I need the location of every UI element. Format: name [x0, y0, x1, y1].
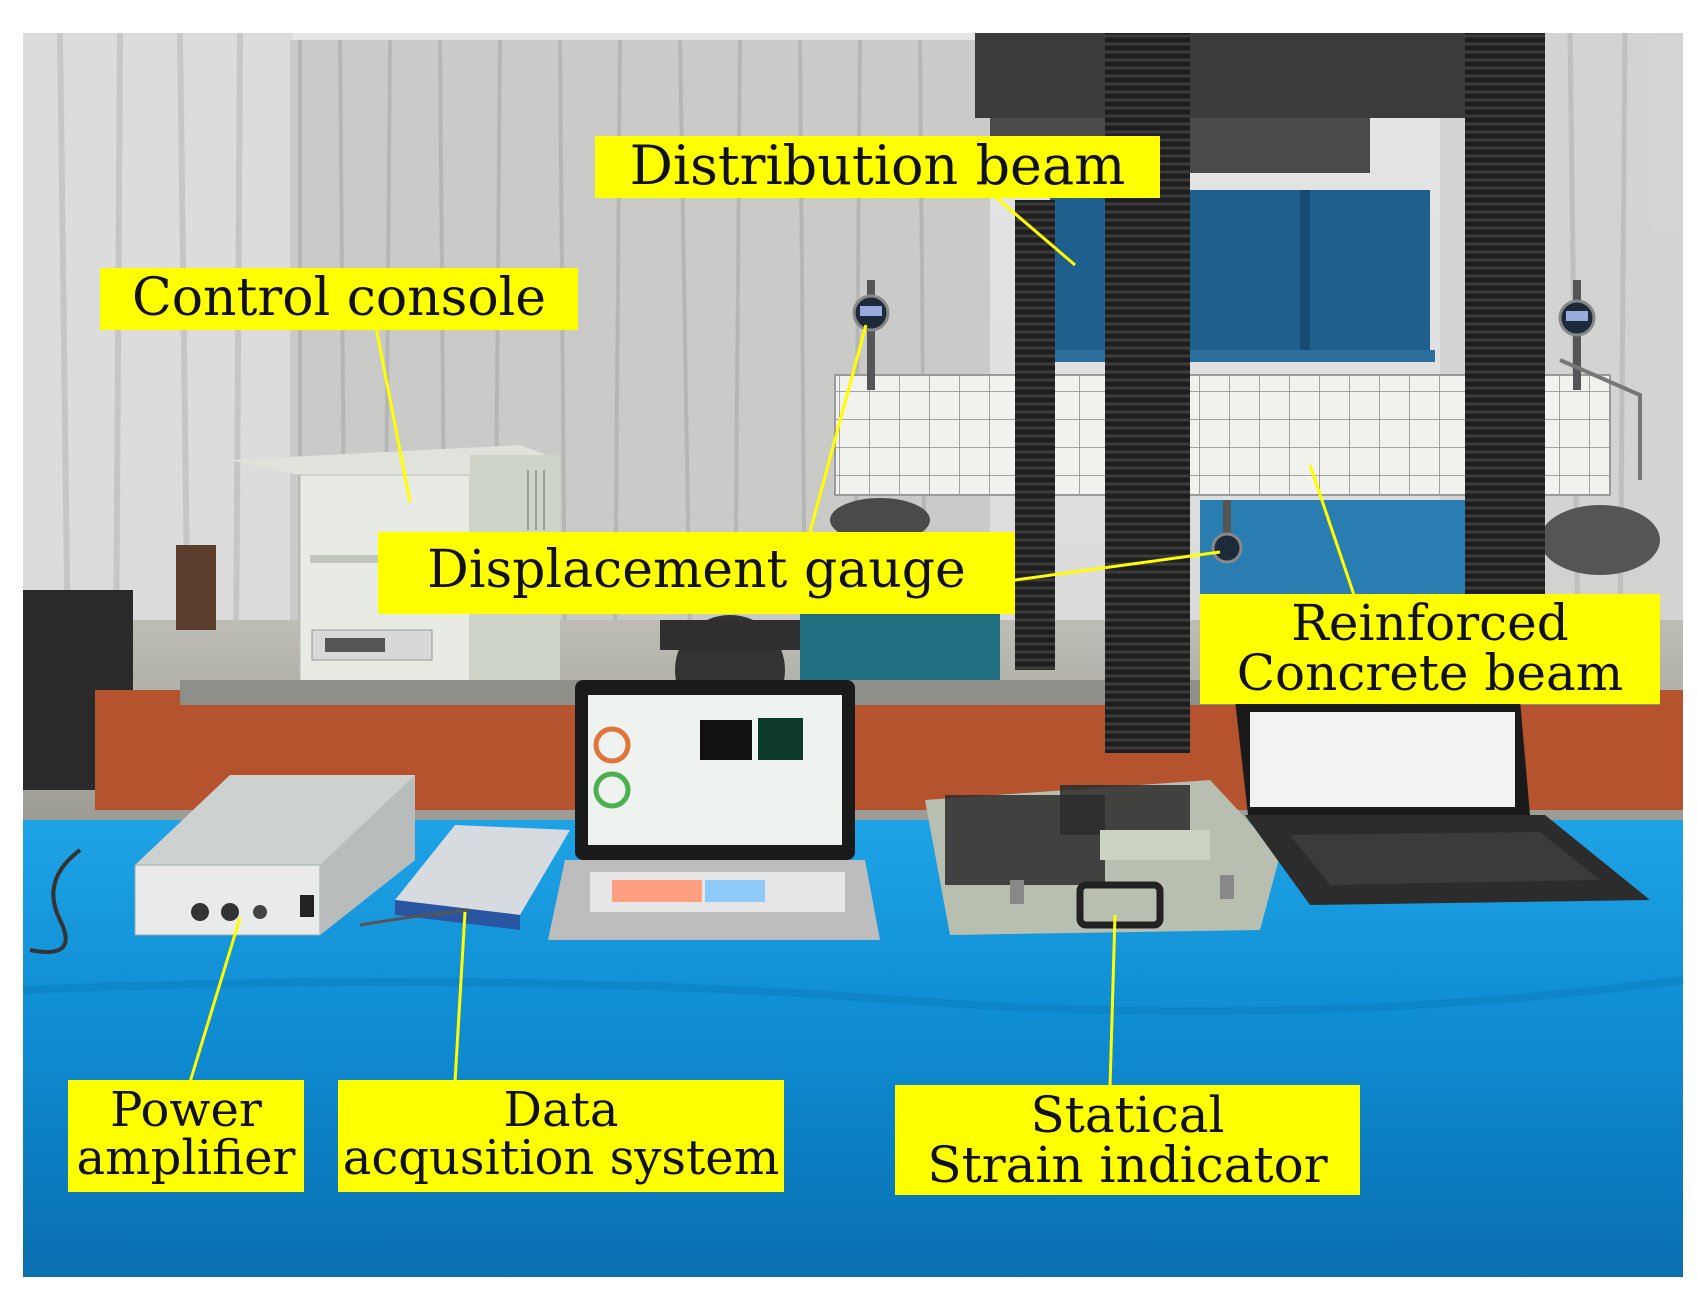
threaded-column-right — [1465, 33, 1545, 613]
distribution-beam — [1045, 190, 1435, 362]
label-power-amplifier: Power amplifier — [68, 1080, 304, 1192]
strain-indicator — [925, 780, 1280, 935]
laptop-left — [548, 680, 880, 940]
label-daq-line2: acqusition system — [342, 1130, 780, 1186]
label-displacement-gauge: Displacement gauge — [378, 532, 1015, 614]
displacement-gauge-right — [1558, 280, 1642, 480]
leader-lines — [188, 186, 1357, 1088]
label-strain-line1: Statical — [1030, 1086, 1225, 1144]
displacement-gauge-mid — [1211, 500, 1243, 564]
label-control-console: Control console — [100, 268, 578, 330]
label-reinforced-line2: Concrete beam — [1236, 644, 1624, 702]
label-reinforced-line1: Reinforced — [1291, 594, 1569, 652]
displacement-gauge-left — [852, 280, 890, 390]
label-power-line2: amplifier — [76, 1130, 296, 1186]
label-strain-indicator: Statical Strain indicator — [895, 1085, 1360, 1195]
label-reinforced-concrete-beam: Reinforced Concrete beam — [1200, 594, 1660, 704]
label-displacement-gauge-text: Displacement gauge — [427, 540, 966, 600]
label-daq-line1: Data — [503, 1082, 619, 1138]
label-control-console-text: Control console — [131, 268, 547, 328]
label-power-line1: Power — [110, 1082, 262, 1138]
label-distribution-beam: Distribution beam — [595, 136, 1160, 198]
label-data-acquisition: Data acqusition system — [338, 1080, 784, 1192]
label-strain-line2: Strain indicator — [927, 1136, 1328, 1194]
data-acquisition-box — [359, 825, 570, 930]
laptop-right — [1235, 700, 1650, 905]
power-amplifier — [29, 775, 415, 954]
label-distribution-beam-text: Distribution beam — [629, 134, 1126, 197]
